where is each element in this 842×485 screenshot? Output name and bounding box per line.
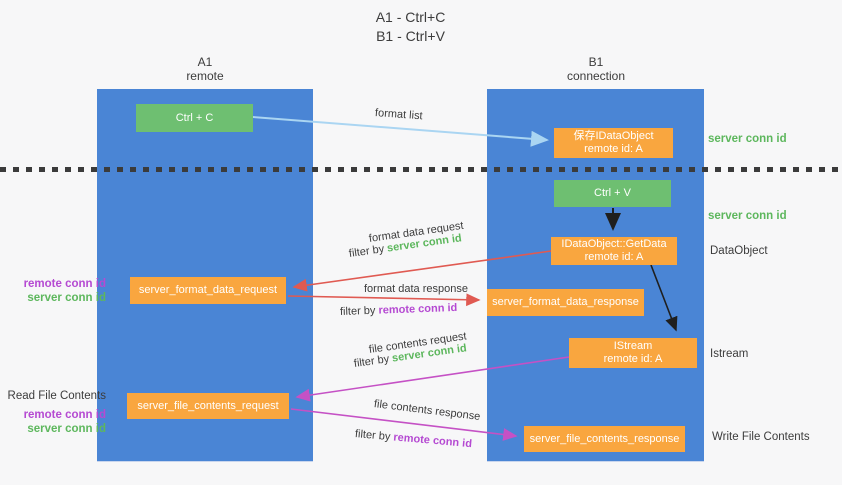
server-format-data-request-label: server_format_data_request (138, 284, 278, 296)
save-dataobject-line1: 保存IDataObject (573, 130, 654, 142)
server-format-data-request-box: server_format_data_request (130, 277, 286, 304)
server-file-contents-response-box: server_file_contents_response (524, 426, 685, 452)
istream-side-label: Istream (710, 348, 749, 360)
filter-by-text: filter by (353, 352, 393, 370)
save-dataobject-box: 保存IDataObject remote id: A (554, 128, 673, 158)
read-file-contents-label: Read File Contents (7, 390, 106, 402)
ctrl-v-box: Ctrl + V (554, 180, 671, 207)
filter-by-remote-conn-id-label-1: filter by remote conn id (340, 302, 458, 318)
server-conn-id-right-top: server conn id (708, 133, 787, 145)
format-list-label: format list (374, 107, 423, 123)
server-format-data-response-box: server_format_data_response (487, 289, 644, 316)
server-file-contents-request-label: server_file_contents_request (137, 399, 279, 412)
filter-by-text: filter by (348, 242, 388, 260)
write-file-contents-label: Write File Contents (712, 431, 810, 443)
format-data-response-arrow (287, 293, 481, 307)
diagram-title: A1 - Ctrl+C B1 - Ctrl+V (318, 8, 503, 46)
remote-conn-id-left-bottom: remote conn id (23, 409, 106, 421)
title-line-2: B1 - Ctrl+V (376, 28, 445, 44)
getdata-line1: IDataObject::GetData (561, 238, 667, 250)
remote-conn-id-left-mid: remote conn id (23, 278, 106, 290)
dotted-divider-line (0, 167, 842, 172)
title-line-1: A1 - Ctrl+C (375, 9, 446, 25)
ctrl-v-label: Ctrl + V (594, 187, 631, 199)
istream-line1: IStream (613, 340, 653, 352)
dataobject-label: DataObject (710, 245, 768, 257)
remote-conn-id-text: remote conn id (392, 431, 473, 451)
istream-box: IStream remote id: A (569, 338, 697, 368)
filter-by-text: filter by (339, 304, 379, 318)
left-lane-subtitle: remote (186, 69, 224, 83)
left-lane-header: A1 remote (145, 55, 265, 83)
filter-by-text: filter by (354, 428, 394, 444)
right-lane-title: B1 (588, 55, 604, 69)
filter-by-remote-conn-id-label-2: filter by remote conn id (354, 428, 472, 450)
server-conn-id-right-upper: server conn id (708, 210, 787, 222)
ctrl-c-label: Ctrl + C (175, 111, 214, 124)
right-lane-header: B1 connection (536, 55, 656, 83)
format-data-response-label: format data response (364, 283, 468, 295)
server-conn-id-left-bottom: server conn id (27, 423, 106, 435)
server-conn-id-left-mid: server conn id (27, 292, 106, 304)
left-lane-title: A1 (197, 55, 213, 69)
save-dataobject-line2: remote id: A (584, 143, 643, 155)
server-file-contents-request-box: server_file_contents_request (127, 393, 289, 419)
istream-line2: remote id: A (603, 353, 663, 365)
getdata-box: IDataObject::GetData remote id: A (551, 237, 677, 265)
ctrl-c-box: Ctrl + C (136, 104, 253, 132)
file-contents-response-label: file contents response (373, 398, 481, 423)
server-file-contents-response-label: server_file_contents_response (529, 432, 680, 445)
getdata-line2: remote id: A (584, 251, 644, 263)
remote-conn-id-text: remote conn id (378, 301, 458, 317)
server-format-data-response-label: server_format_data_response (492, 296, 639, 308)
right-lane-subtitle: connection (566, 69, 626, 83)
